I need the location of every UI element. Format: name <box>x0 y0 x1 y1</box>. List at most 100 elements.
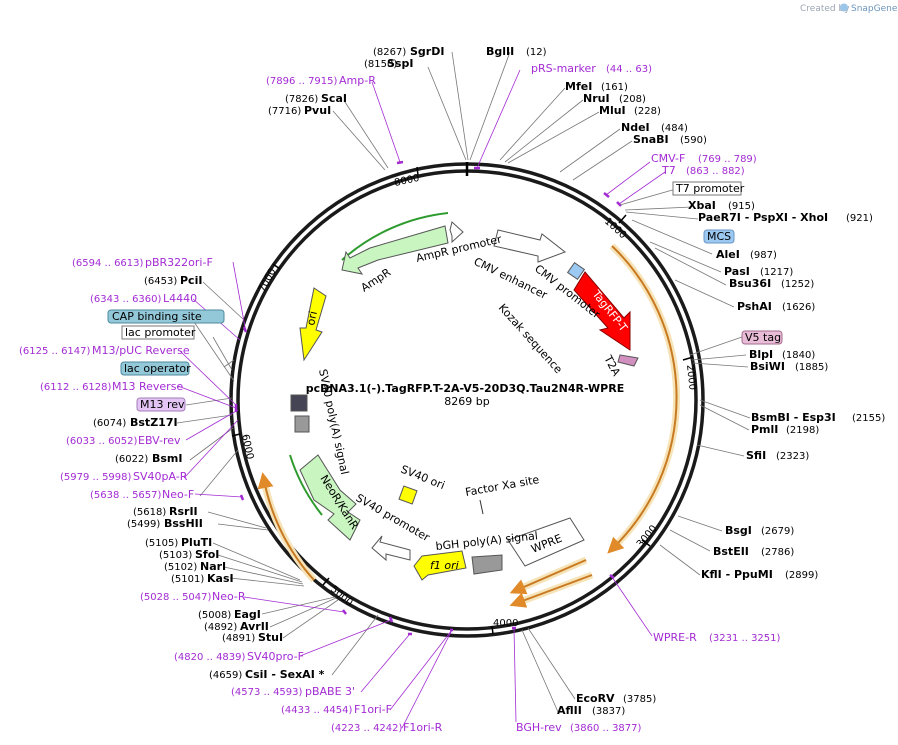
primer-range-prs-marker: (44 .. 63) <box>606 64 652 75</box>
sv40-ori-shape[interactable] <box>398 485 418 505</box>
enzyme-bstz17i[interactable]: BstZ17I <box>130 416 178 429</box>
cmv-promoter-shape[interactable] <box>566 261 586 281</box>
cmv-enhancer-arrow[interactable] <box>493 229 567 263</box>
enzyme-blpi[interactable]: BlpI <box>749 348 773 361</box>
primer-pbabe3[interactable]: pBABE 3' <box>305 685 355 698</box>
enzyme-sspi[interactable]: SspI <box>387 57 413 70</box>
primer-sv40pa-r[interactable]: SV40pA-R <box>133 470 188 483</box>
enzyme-mlui[interactable]: MluI <box>599 104 626 117</box>
primer-range-f1ori-f: (4433 .. 4454) <box>281 705 353 716</box>
enzyme-sfii[interactable]: SfiI <box>746 449 766 462</box>
primer-f1ori-f[interactable]: F1ori-F <box>354 703 392 716</box>
box-mcs[interactable] <box>703 229 735 244</box>
orf-small-arc-1 <box>509 559 587 595</box>
enzyme-bsmi[interactable]: BsmI <box>152 452 183 465</box>
enzyme-pos-bglii: (12) <box>526 47 547 58</box>
tagrfp-arrow[interactable] <box>573 271 631 351</box>
enzyme-pos-bsu36i: (1252) <box>781 279 814 290</box>
primer-range-wpre-r: (3231 .. 3251) <box>709 633 781 644</box>
enzyme-bsteii[interactable]: BstEII <box>713 545 749 558</box>
box-m13-rev[interactable] <box>136 397 186 412</box>
primer-amp-r[interactable]: Amp-R <box>339 74 376 87</box>
sv40-promoter-arrow[interactable] <box>371 535 411 562</box>
enzyme-bsiwi[interactable]: BsiWI <box>750 360 785 373</box>
enzyme-aflii[interactable]: AflII <box>557 704 582 717</box>
ampr-arrow[interactable] <box>341 225 449 275</box>
primer-cmv-f[interactable]: CMV-F <box>651 152 685 165</box>
bgh-polya-block[interactable] <box>471 554 503 575</box>
box-lac-promoter[interactable] <box>121 325 195 340</box>
enzyme-snabi[interactable]: SnaBI <box>633 133 669 146</box>
enzyme-kasi[interactable]: KasI <box>207 572 234 585</box>
enzyme-pos-bsteii: (2786) <box>761 547 794 558</box>
enzyme-pos-bsmi: (6022) <box>115 454 148 465</box>
primer-m13puc-reverse[interactable]: M13/pUC Reverse <box>92 344 190 357</box>
enzyme-sfoi[interactable]: SfoI <box>195 548 219 561</box>
enzyme-rsrii[interactable]: RsrII <box>169 505 198 518</box>
enzyme-bsmbi[interactable]: BsmBI - Esp3I <box>751 411 836 424</box>
enzyme-kfli[interactable]: KflI - PpuMI <box>701 568 773 581</box>
box-v5-tag[interactable] <box>741 330 783 345</box>
enzyme-ecorv[interactable]: EcoRV <box>576 692 615 705</box>
ampr-promoter-shape[interactable] <box>449 221 464 244</box>
sv40-polya-block[interactable] <box>294 415 310 433</box>
primer-bgh-rev[interactable]: BGH-rev <box>516 721 562 734</box>
enzyme-pos-mfei: (161) <box>601 82 628 93</box>
enzyme-bsshii[interactable]: BssHII <box>164 517 203 530</box>
enzyme-alei[interactable]: AleI <box>716 248 740 261</box>
enzyme-mfei[interactable]: MfeI <box>565 80 592 93</box>
t2a-shape[interactable] <box>617 354 639 367</box>
enzyme-pmli[interactable]: PmlI <box>751 423 778 436</box>
enzyme-pos-aflii: (3837) <box>592 706 625 717</box>
primer-f1ori-r[interactable]: F1ori-R <box>403 721 443 734</box>
enzyme-scai[interactable]: ScaI <box>321 92 347 105</box>
label-ampr: AmpR <box>359 266 394 295</box>
enzyme-pcii[interactable]: PciI <box>180 274 202 287</box>
tick-label-8000: 8000 <box>393 173 420 189</box>
orf-tau-arc <box>607 245 678 554</box>
enzyme-xhoi[interactable]: PaeR7I - PspXI - XhoI <box>698 211 828 224</box>
box-t7-promoter[interactable] <box>672 181 742 196</box>
enzyme-pasi[interactable]: PasI <box>724 265 750 278</box>
enzyme-csii[interactable]: CsiI - SexAI * <box>245 668 325 681</box>
primer-pbr322ori-f[interactable]: pBR322ori-F <box>145 256 213 269</box>
primer-prs-marker[interactable]: pRS-marker <box>531 62 596 75</box>
primer-neo-r[interactable]: Neo-R <box>212 590 246 603</box>
ori-arrow[interactable] <box>299 287 327 362</box>
enzyme-pos-sfii: (2323) <box>776 451 809 462</box>
enzyme-eagi[interactable]: EagI <box>234 608 261 621</box>
enzyme-nrui[interactable]: NruI <box>583 92 610 105</box>
box-lac-operator[interactable] <box>120 361 190 376</box>
plasmid-name: pcDNA3.1(-).TagRFP.T-2A-V5-20D3Q.Tau2N4R… <box>306 382 624 395</box>
enzyme-pshai[interactable]: PshAI <box>737 300 772 313</box>
f1-ori-arrow[interactable] <box>413 550 467 581</box>
primer-wpre-r[interactable]: WPRE-R <box>653 631 697 644</box>
enzyme-bsgi[interactable]: BsgI <box>725 524 752 537</box>
primer-ebv-rev[interactable]: EBV-rev <box>138 434 181 447</box>
enzyme-pvui[interactable]: PvuI <box>304 104 331 117</box>
primer-l4440[interactable]: L4440 <box>163 292 197 305</box>
enzyme-nari[interactable]: NarI <box>200 560 226 573</box>
enzyme-avrii[interactable]: AvrII <box>240 620 269 633</box>
enzyme-pluti[interactable]: PluTI <box>181 536 212 549</box>
enzyme-bsu36i[interactable]: Bsu36I <box>729 277 771 290</box>
enzyme-stui[interactable]: StuI <box>258 631 283 644</box>
primer-neo-f[interactable]: Neo-F <box>162 488 194 501</box>
enzyme-sgrdi[interactable]: SgrDI <box>410 45 444 58</box>
label-sv40-promoter: SV40 promoter <box>354 491 433 544</box>
lac-region-block[interactable] <box>290 394 308 412</box>
primer-range-m13-reverse: (6112 .. 6128) <box>40 382 112 393</box>
primer-t7[interactable]: T7 <box>661 164 676 177</box>
enzyme-pos-sspi: (8150) <box>364 59 397 70</box>
enzyme-pos-blpi: (1840) <box>782 350 815 361</box>
enzyme-xbai[interactable]: XbaI <box>688 199 716 212</box>
box-cap-binding[interactable] <box>107 309 225 324</box>
primer-m13-reverse[interactable]: M13 Reverse <box>112 380 183 393</box>
wpre-shape[interactable] <box>507 517 585 567</box>
enzyme-ndei[interactable]: NdeI <box>621 121 650 134</box>
primer-sv40pro-f[interactable]: SV40pro-F <box>247 650 304 663</box>
enzyme-pos-pvui: (7716) <box>268 106 301 117</box>
enzyme-pos-ecorv: (3785) <box>623 694 656 705</box>
neokanr-arrow[interactable] <box>299 454 361 541</box>
enzyme-bglii[interactable]: BglII <box>486 45 514 58</box>
